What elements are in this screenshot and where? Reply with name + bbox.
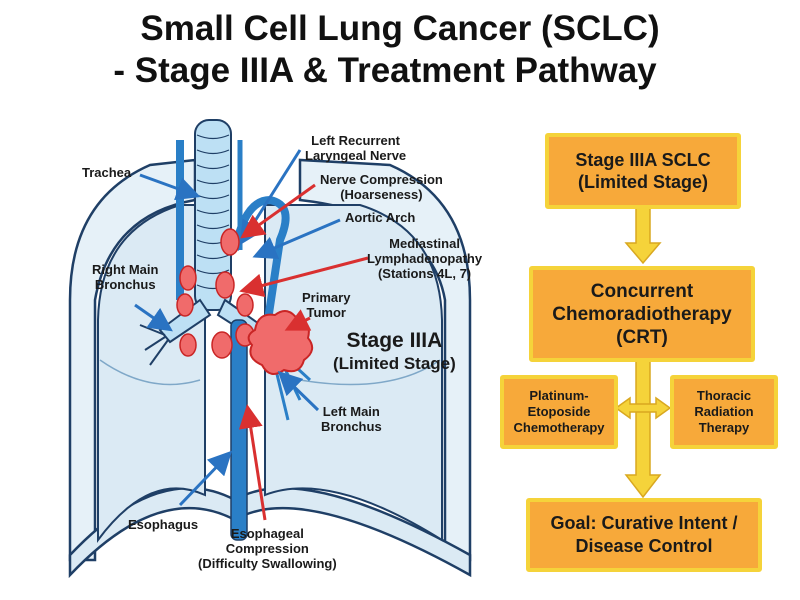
label-arrows	[134, 149, 369, 521]
arrow-step2-to-goal	[624, 359, 662, 499]
label-trachea: Trachea	[82, 165, 132, 180]
title-line-2: - Stage IIIA & Treatment Pathway	[113, 51, 657, 90]
label-aortic-arch: Aortic Arch	[345, 210, 416, 225]
trachea	[194, 119, 232, 311]
label-nerve-compression: Nerve Compression (Hoarseness)	[320, 172, 443, 202]
label-right-main-bronchus: Right Main Bronchus	[92, 262, 159, 292]
label-esophagus: Esophagus	[128, 517, 199, 532]
right-main-bronchus-shape	[158, 298, 212, 344]
pathway-branch-radiation: Thoracic Radiation Therapy	[670, 375, 778, 449]
label-stage-iiia: Stage IIIA (Limited Stage)	[333, 329, 456, 373]
label-esophageal-compression: Esophageal Compression (Difficulty Swall…	[198, 526, 337, 571]
label-left-main-bronchus: Left Main Bronchus	[321, 404, 382, 434]
label-mediastinal-lymphadenopathy: Mediastinal Lymphadenopathy (Stations 4L…	[367, 236, 483, 281]
pathway-step-concurrent-crt: Concurrent Chemoradiotherapy (CRT)	[529, 266, 755, 362]
esophagus-shape	[230, 319, 248, 541]
label-left-recurrent-laryngeal-nerve: Left Recurrent Laryngeal Nerve	[305, 133, 407, 163]
label-primary-tumor: Primary Tumor	[302, 290, 351, 320]
pathway-goal: Goal: Curative Intent / Disease Control	[526, 498, 762, 572]
arrow-step1-to-step2	[624, 207, 662, 265]
pathway-branch-chemotherapy: Platinum- Etoposide Chemotherapy	[500, 375, 618, 449]
pathway-step-stage-iiia: Stage IIIA SCLC (Limited Stage)	[545, 133, 741, 209]
page-title: Small Cell Lung Cancer (SCLC) - Stage II…	[0, 8, 800, 92]
title-line-1: Small Cell Lung Cancer (SCLC)	[140, 9, 660, 48]
